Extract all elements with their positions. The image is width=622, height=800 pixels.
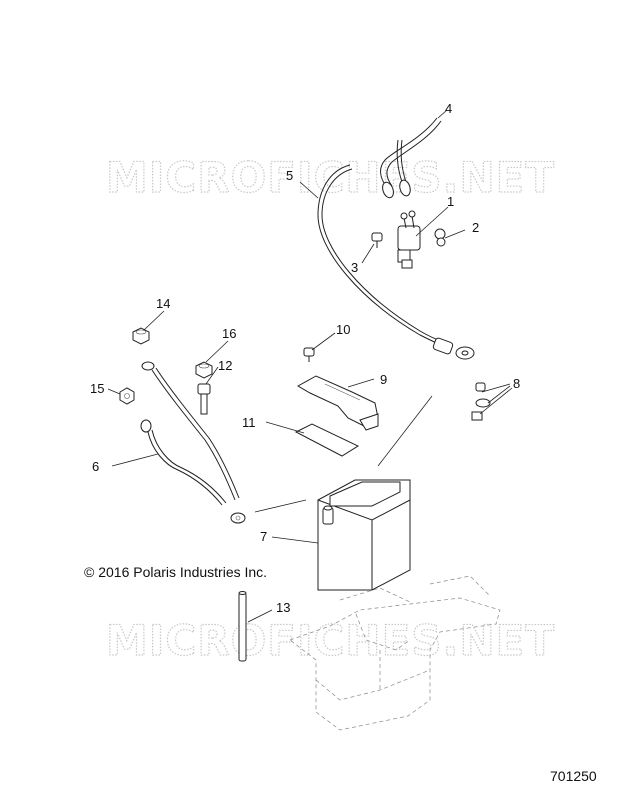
leader-8a bbox=[481, 383, 511, 393]
leader-9 bbox=[347, 378, 375, 388]
leader-13 bbox=[247, 609, 273, 623]
battery-tray bbox=[289, 575, 501, 731]
leader-2 bbox=[444, 229, 466, 239]
callout-16: 16 bbox=[222, 326, 236, 341]
callout-11: 11 bbox=[242, 415, 256, 430]
callout-6: 6 bbox=[92, 459, 99, 474]
callout-1: 1 bbox=[447, 194, 454, 209]
part-9-bracket bbox=[296, 375, 379, 431]
leader-14 bbox=[143, 310, 165, 331]
leader-battery-top bbox=[377, 395, 433, 467]
part-1-relay bbox=[397, 210, 421, 269]
leader-8b bbox=[487, 385, 511, 404]
part-10-bolt bbox=[303, 347, 315, 362]
part-15-nut bbox=[119, 387, 135, 405]
part-4-cable bbox=[380, 117, 442, 199]
figure-number: 701250 bbox=[550, 768, 597, 784]
callout-5: 5 bbox=[286, 168, 293, 183]
callout-4: 4 bbox=[445, 101, 452, 116]
leader-battery-left bbox=[254, 499, 307, 513]
callout-8: 8 bbox=[513, 376, 520, 391]
leader-8c bbox=[479, 387, 513, 415]
leader-1 bbox=[415, 206, 449, 237]
leader-10 bbox=[311, 332, 336, 351]
part-13-rod bbox=[238, 591, 247, 662]
part-16-nut bbox=[195, 361, 213, 379]
callout-13: 13 bbox=[276, 600, 290, 615]
leader-5 bbox=[299, 181, 319, 199]
part-5-cable bbox=[317, 164, 475, 360]
callout-10: 10 bbox=[336, 322, 350, 337]
callout-15: 15 bbox=[90, 381, 104, 396]
callout-12: 12 bbox=[218, 358, 232, 373]
part-6-cables bbox=[140, 361, 246, 524]
leader-3 bbox=[361, 243, 375, 264]
leader-15 bbox=[107, 388, 121, 395]
copyright-notice: © 2016 Polaris Industries Inc. bbox=[84, 564, 267, 580]
leader-7 bbox=[271, 536, 319, 544]
part-8-hardware bbox=[471, 382, 491, 421]
callout-3: 3 bbox=[351, 260, 358, 275]
leader-11 bbox=[265, 421, 305, 434]
part-7-battery bbox=[317, 479, 411, 591]
part-3-bolt bbox=[371, 232, 383, 248]
callout-7: 7 bbox=[260, 529, 267, 544]
part-14-nut bbox=[132, 327, 150, 345]
callouts: 4 5 1 2 3 14 16 10 12 9 8 15 11 6 7 13 bbox=[90, 101, 520, 615]
callout-14: 14 bbox=[156, 296, 170, 311]
leader-12 bbox=[205, 366, 219, 385]
callout-9: 9 bbox=[380, 372, 387, 387]
leader-4 bbox=[437, 109, 448, 119]
leader-16 bbox=[205, 340, 229, 363]
leader-lines bbox=[107, 109, 513, 623]
leader-6 bbox=[111, 453, 159, 467]
watermark-bottom: MICROFICHES.NET bbox=[106, 616, 555, 665]
part-2-nut bbox=[434, 228, 446, 247]
part-12-bolt bbox=[197, 383, 211, 415]
callout-2: 2 bbox=[472, 220, 479, 235]
part-11-pad bbox=[294, 423, 360, 457]
